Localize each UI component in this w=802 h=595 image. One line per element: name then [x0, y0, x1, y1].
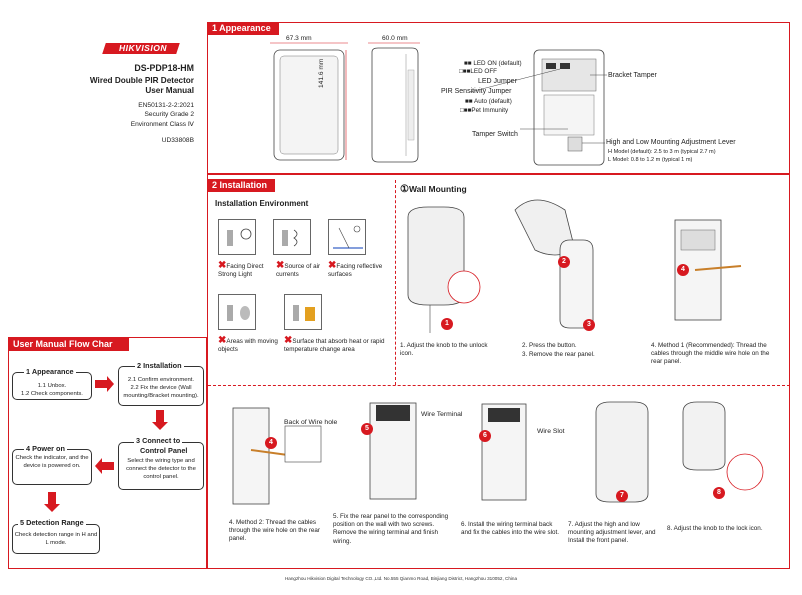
hikvision-logo-text: HIKVISION [119, 43, 167, 53]
prohibited-icon: ✖ [284, 335, 293, 346]
prohibited-icon: ✖ [276, 260, 285, 271]
step8-drawing [682, 401, 764, 491]
flow-arrows [44, 376, 168, 512]
l-model-label: L Model: 0.8 to 1.2 m (typical 1 m) [608, 157, 693, 163]
dim-height: 141.6 mm [318, 58, 325, 88]
step-num-7: 7 [616, 490, 628, 502]
step6-drawing [481, 403, 527, 501]
flow-header: User Manual Flow Char [8, 338, 129, 351]
step-num-4: 4 [677, 264, 689, 276]
auto-label: ■■ Auto (default) [465, 98, 512, 105]
back-wire-hole-label: Back of Wire hole [284, 419, 338, 426]
step-num-1: 1 [441, 318, 453, 330]
step4-drawing [674, 219, 742, 321]
dim-width: 67.3 mm [286, 35, 312, 42]
pet-label: □■■Pet Immunity [460, 107, 509, 114]
led-jumper-label: LED Jumper [478, 78, 517, 85]
appearance-frame [207, 22, 790, 174]
step5-drawing [369, 402, 417, 500]
grade-text: Security Grade 2 [144, 111, 194, 118]
divider-env [395, 180, 396, 385]
step6-caption: 6. Install the wiring terminal back and … [461, 521, 560, 537]
dim-depth: 60.0 mm [382, 35, 408, 42]
wall-mount-title: ①Wall Mounting [400, 184, 467, 195]
flow-power: Check the indicator, and the device is p… [12, 449, 92, 485]
step4b-drawing [232, 407, 322, 505]
env-icon-air [273, 219, 311, 255]
h-model-label: H Model (default): 2.5 to 3 m (typical 2… [608, 149, 716, 155]
device-internal-drawing [469, 49, 607, 166]
jumper-on-icon: ■■ [465, 98, 473, 105]
step-num-6: 6 [479, 430, 491, 442]
step2-drawing [514, 199, 594, 329]
env-icon-reflect [328, 219, 366, 255]
model-number: DS-PDP18-HM [134, 63, 194, 73]
step5-caption: 5. Fix the rear panel to the correspondi… [333, 513, 449, 545]
wire-terminal-label: Wire Terminal [421, 411, 463, 418]
flow-installation-title: 2 Installation [135, 361, 184, 370]
footer: Hangzhou Hikvision Digital Technology CO… [284, 576, 518, 581]
step7-caption: 7. Adjust the high and low mounting adju… [568, 521, 656, 545]
tamper-switch-label: Tamper Switch [472, 131, 518, 138]
env-icon-moving [218, 294, 256, 330]
flow-frame [8, 337, 207, 569]
led-on-label: ■■ LED ON (default) [464, 60, 522, 67]
step8-caption: 8. Adjust the knob to the lock icon. [667, 525, 763, 532]
jumper-off-icon: □■■ [460, 107, 472, 114]
flow-appearance-title: 1 Appearance [24, 367, 76, 376]
flow-power-title: 4 Power on [24, 444, 67, 453]
appearance-header: 1 Appearance [207, 22, 279, 35]
flow-installation: 2.1 Confirm environment. 2.2 Fix the dev… [118, 366, 204, 406]
env1-label: ✖Facing Direct Strong Light [218, 260, 264, 279]
installation-header: 2 Installation [207, 179, 276, 192]
doc-code: UD33808B [161, 137, 194, 144]
manual-title: User Manual [145, 86, 194, 95]
env3-label: ✖Facing reflective surfaces [328, 260, 383, 279]
wire-slot-label: Wire Slot [537, 428, 565, 435]
device-side-drawing [368, 42, 420, 163]
step1-caption: 1. Adjust the knob to the unlock icon. [400, 342, 488, 358]
env5-label: ✖Surface that absorb heat or rapid tempe… [284, 335, 385, 354]
step1-drawing [407, 206, 481, 333]
jumper-on-icon: ■■ [464, 60, 472, 67]
env-icon-light [218, 219, 256, 255]
step-num-8: 8 [713, 487, 725, 499]
pir-jumper-label: PIR Sensitivity Jumper [441, 88, 512, 95]
bracket-tamper-label: Bracket Tamper [608, 72, 657, 79]
jumper-off-icon: □■■ [459, 68, 471, 75]
prohibited-icon: ✖ [328, 260, 337, 271]
mount-lever-label: High and Low Mounting Adjustment Lever [606, 139, 736, 146]
step4b-caption: 4. Method 2: Thread the cables through t… [229, 519, 321, 543]
step-num-2: 2 [558, 256, 570, 268]
env4-label: ✖Areas with moving objects [218, 335, 278, 354]
product-title: Wired Double PIR Detector [89, 76, 194, 85]
env-title: Installation Environment [215, 199, 309, 208]
step-num-3: 3 [583, 319, 595, 331]
step7-drawing [595, 401, 649, 503]
step2-caption: 2. Press the button. [522, 342, 577, 349]
step-num-5: 5 [361, 423, 373, 435]
env-icon-heat [284, 294, 322, 330]
step4-caption: 4. Method 1 (Recommended): Thread the ca… [651, 342, 770, 366]
divider-h [208, 385, 790, 386]
env2-label: ✖Source of air currents [276, 260, 321, 279]
flow-appearance: 1.1 Unbox. 1.2 Check components. [12, 372, 92, 400]
device-front-drawing [270, 42, 348, 161]
installation-frame [207, 174, 790, 569]
led-off-label: □■■LED OFF [459, 68, 498, 75]
env-class-text: Environment Class Ⅳ [130, 121, 194, 128]
prohibited-icon: ✖ [218, 260, 227, 271]
prohibited-icon: ✖ [218, 335, 227, 346]
step-num-4b: 4 [265, 437, 277, 449]
flow-connect-title1: 3 Connect to [134, 436, 183, 445]
flow-connect-title2: Control Panel [138, 446, 190, 455]
flow-detection: Check detection range in H and L mode. [12, 524, 100, 554]
standard-text: EN50131-2-2:2021 [138, 102, 194, 109]
step3-caption: 3. Remove the rear panel. [522, 351, 595, 358]
flow-detection-title: 5 Detection Range [18, 518, 86, 527]
